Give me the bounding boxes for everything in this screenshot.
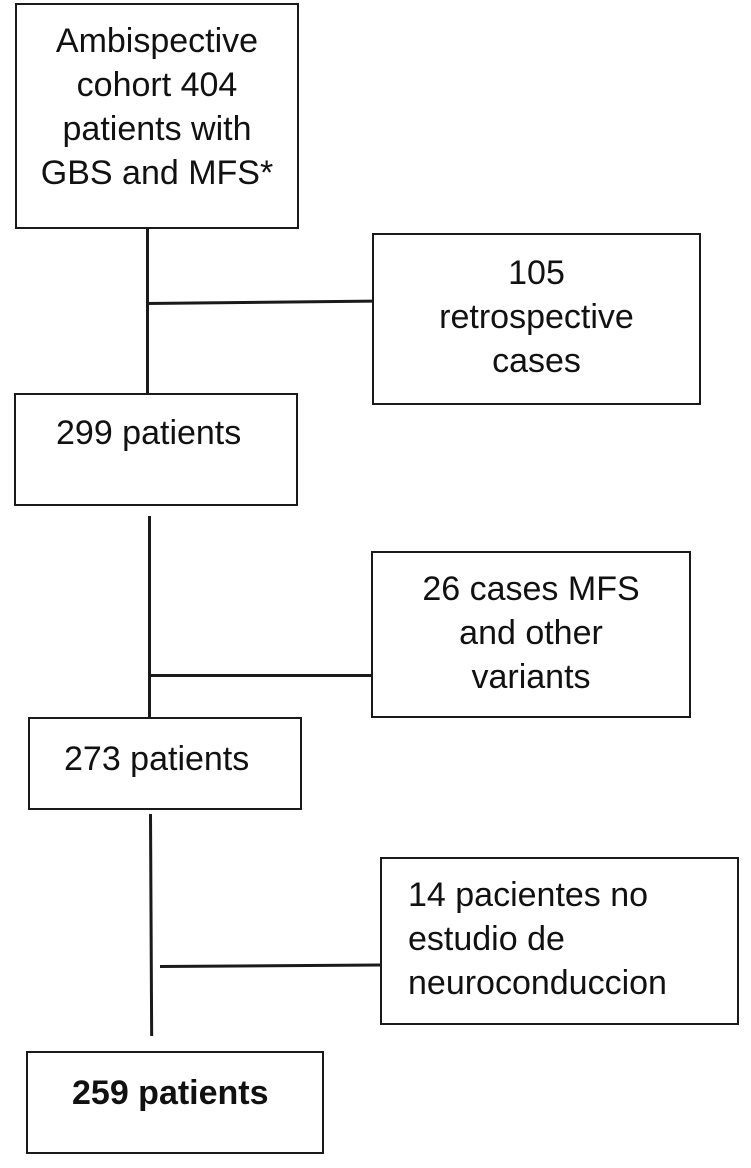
exclusion-box-3-label: 14 pacientes no estudio de neuroconducci… <box>408 876 667 1002</box>
patients-259-label: 259 patients <box>72 1074 269 1112</box>
patients-273-box: 273 patients <box>28 717 302 810</box>
patients-299-label: 299 patients <box>56 414 242 452</box>
connector-1 <box>146 229 149 393</box>
connector-3 <box>149 813 154 1037</box>
start-box: Ambispective cohort 404 patients with GB… <box>15 3 299 229</box>
exclusion-connector-2 <box>148 674 371 677</box>
exclusion-connector-1 <box>145 299 373 305</box>
exclusion-box-2: 26 cases MFS and other variants <box>371 551 691 718</box>
patients-273-label: 273 patients <box>64 740 250 778</box>
patients-259-box: 259 patients <box>26 1051 324 1154</box>
exclusion-box-2-label: 26 cases MFS and other variants <box>422 570 640 696</box>
connector-2 <box>148 516 151 717</box>
exclusion-connector-3 <box>159 963 381 968</box>
exclusion-box-1-label: 105 retrospective cases <box>439 254 634 380</box>
exclusion-box-3: 14 pacientes no estudio de neuroconducci… <box>380 857 739 1025</box>
start-box-label: Ambispective cohort 404 patients with GB… <box>40 22 274 192</box>
exclusion-box-1: 105 retrospective cases <box>372 233 701 405</box>
patients-299-box: 299 patients <box>14 393 298 506</box>
